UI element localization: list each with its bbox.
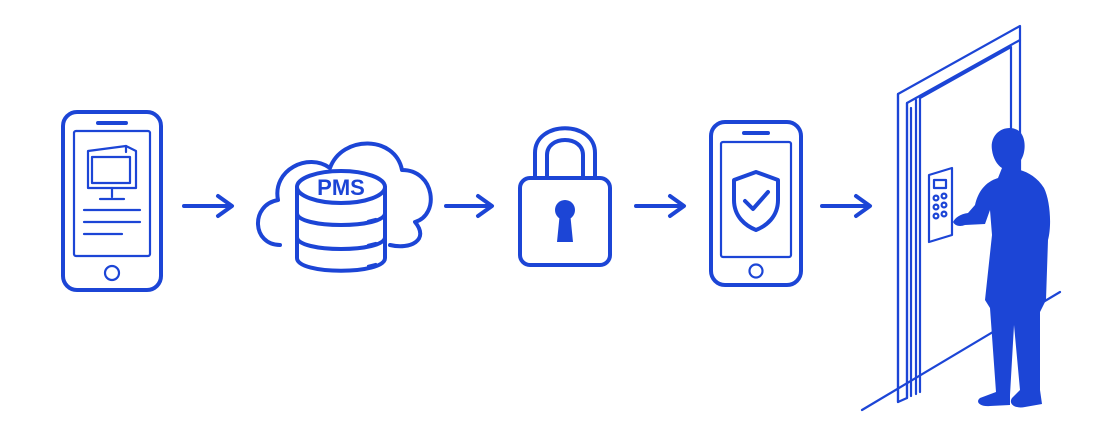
person-at-door-keypad-icon <box>860 24 1062 412</box>
door-keypad <box>927 166 954 244</box>
arrow-right-icon <box>820 194 872 218</box>
smartphone-with-monitor-icon <box>61 110 163 292</box>
arrow-right-icon <box>444 194 494 218</box>
person-silhouette <box>953 128 1051 408</box>
arrow-right-icon <box>634 194 686 218</box>
arrow-right-icon <box>182 194 234 218</box>
smartphone-check-shield-icon <box>709 120 803 287</box>
padlock-icon <box>518 126 612 267</box>
pms-label: PMS <box>317 175 365 200</box>
cloud-database-icon: PMS <box>256 141 433 273</box>
monitor-icon <box>86 144 138 201</box>
